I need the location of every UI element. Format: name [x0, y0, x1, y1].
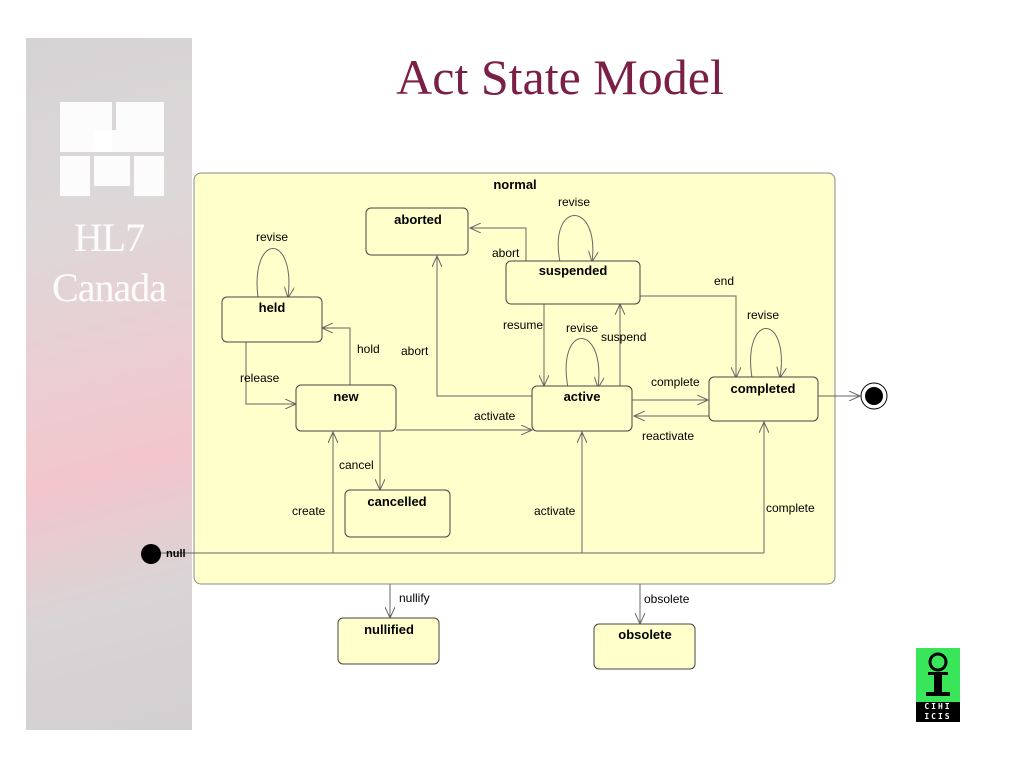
edge-revise-active — [565, 338, 599, 389]
superstate-label: normal — [493, 177, 536, 192]
edge-hold — [322, 328, 351, 386]
state-obsolete-label: obsolete — [618, 627, 671, 642]
initial-state-label: null — [166, 548, 186, 560]
edge-abort-suspended — [470, 228, 527, 262]
state-nullified-label: nullified — [364, 622, 414, 637]
brand-line-hl7: HL7 — [73, 215, 145, 260]
label-obsolete: obsolete — [644, 592, 690, 606]
state-suspended-label: suspended — [539, 263, 608, 278]
state-completed-label: completed — [730, 381, 795, 396]
label-activate-new: activate — [474, 409, 516, 423]
edge-release — [245, 342, 296, 404]
label-hold: hold — [357, 342, 380, 356]
state-aborted — [365, 207, 469, 256]
label-reactivate: reactivate — [642, 429, 694, 443]
state-active-label: active — [564, 389, 601, 404]
label-revise-suspended: revise — [558, 195, 590, 209]
state-held — [221, 296, 323, 343]
edge-end — [640, 295, 736, 378]
state-aborted-label: aborted — [394, 212, 442, 227]
label-abort-suspended: abort — [492, 246, 520, 260]
state-completed — [708, 376, 819, 422]
label-complete-null: complete — [766, 501, 815, 515]
label-release: release — [240, 371, 280, 385]
info-i-icon — [926, 652, 950, 696]
state-cancelled — [344, 489, 451, 538]
state-suspended — [505, 260, 641, 305]
label-activate-null: activate — [534, 504, 576, 518]
state-held-label: held — [259, 300, 286, 315]
edge-abort-active — [437, 256, 532, 397]
hl7-canada-sidebar: HL7 Canada — [26, 38, 192, 730]
label-cancel: cancel — [339, 458, 374, 472]
initial-state-dot — [141, 544, 161, 564]
cihi-logo-emblem — [916, 648, 960, 702]
label-revise-held: revise — [256, 230, 288, 244]
label-revise-active: revise — [566, 321, 598, 335]
label-complete-active: complete — [651, 375, 700, 389]
state-cancelled-label: cancelled — [367, 494, 426, 509]
label-nullify: nullify — [399, 591, 430, 605]
label-resume: resume — [503, 318, 543, 332]
final-state-dot — [865, 387, 883, 405]
label-end: end — [714, 274, 734, 288]
page-title: Act State Model — [396, 49, 724, 105]
cihi-logo-line1: CIHI — [924, 702, 952, 711]
edge-revise-suspended — [557, 215, 593, 263]
label-revise-completed: revise — [747, 308, 779, 322]
state-active — [531, 385, 633, 432]
label-suspend: suspend — [601, 330, 646, 344]
hl7-logo-icon — [60, 102, 164, 196]
edge-revise-held — [256, 248, 289, 299]
state-obsolete — [593, 623, 696, 670]
cihi-logo: CIHI ICIS — [916, 648, 960, 722]
brand-line-canada: Canada — [52, 265, 167, 310]
cihi-logo-line2: ICIS — [924, 712, 952, 721]
normal-superstate — [193, 172, 836, 585]
state-new-label: new — [333, 389, 359, 404]
state-new — [295, 384, 397, 432]
edge-revise-completed — [750, 328, 782, 379]
label-create: create — [292, 504, 326, 518]
state-nullified — [337, 617, 440, 665]
label-abort-active: abort — [401, 344, 429, 358]
